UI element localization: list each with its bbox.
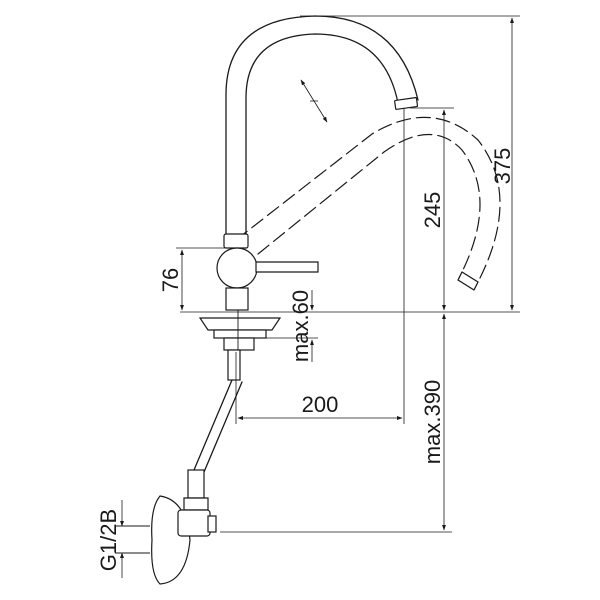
dim-label-max60: max.60: [288, 290, 313, 362]
deck-mounting: [198, 310, 282, 352]
dim-label-245: 245: [420, 192, 445, 229]
extension-lines: [176, 15, 520, 533]
spout-upright: [225, 15, 419, 246]
supply-hose: [183, 349, 243, 511]
dim-label-76: 76: [158, 268, 183, 292]
dim-label-375: 375: [490, 148, 515, 185]
dim-label-g12b: G1/2B: [96, 509, 121, 571]
swivel-arrow-icon: [300, 79, 328, 123]
dim-label-200: 200: [302, 392, 339, 417]
spout-nozzle: [394, 97, 419, 110]
angle-valve: [115, 495, 217, 585]
spout-swung: [235, 116, 501, 291]
faucet-body: [216, 233, 319, 311]
dim-label-max390: max.390: [420, 380, 445, 464]
